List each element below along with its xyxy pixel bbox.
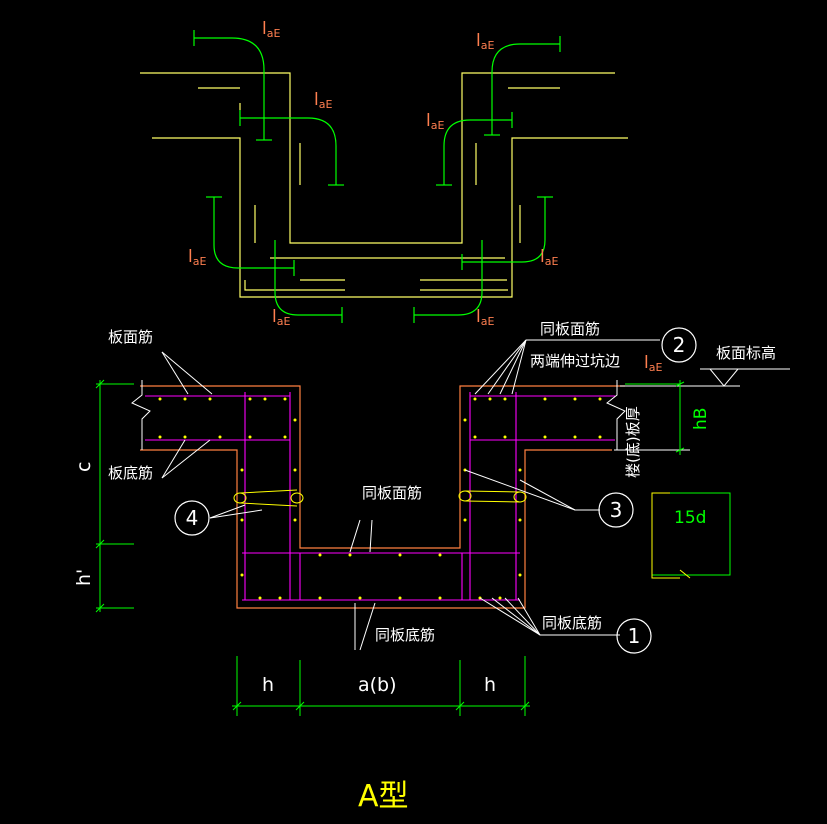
dim-a-b: a(b) (358, 674, 397, 696)
label-tong-ban-mian-jin-top: 同板面筋 (540, 320, 600, 338)
rebar-dots (158, 397, 602, 600)
callout-circle-3 (598, 492, 634, 528)
label-tong-ban-mian-jin-mid: 同板面筋 (362, 484, 422, 502)
upper-anchor-hooks (193, 30, 561, 323)
box-15d-mask (651, 492, 691, 579)
lae-label-8: laE (476, 307, 494, 328)
lae-label-4: laE (426, 111, 444, 132)
lae-label-lower: laE (644, 353, 662, 374)
callout-1: 1 (628, 624, 641, 648)
label-liang-duan-shen-guo: 两端伸过坑边 (530, 352, 620, 370)
lae-label-7: laE (272, 307, 290, 328)
callout-circle-4 (174, 500, 210, 536)
dim-c: c (73, 462, 95, 472)
callout-circle-1 (616, 618, 652, 654)
label-ban-di-jin: 板底筋 (108, 464, 153, 482)
label-lou-ban-hou: 楼(底)板厚 (624, 406, 642, 478)
upper-lae-labels: laE laE laE laE laE laE laE laE (188, 19, 558, 328)
dim-h-prime: h' (73, 569, 95, 586)
label-tong-ban-di-jin-bottom: 同板底筋 (375, 626, 435, 644)
corner-hooks (233, 489, 527, 507)
label-hB: hB (691, 408, 711, 430)
label-ban-mian-biao-gao: 板面标高 (716, 344, 776, 362)
label-15d: 15d (674, 508, 706, 528)
lae-label-6: laE (540, 247, 558, 268)
callout-circle-2 (661, 327, 697, 363)
lae-label-5: laE (188, 247, 206, 268)
dim-h-left: h (262, 674, 274, 696)
dimension-lines (95, 379, 530, 716)
upper-pit-outline (140, 72, 628, 298)
lae-label-2: laE (476, 31, 494, 52)
callout-3: 3 (610, 498, 623, 522)
lower-concrete-outline (140, 385, 625, 609)
callout-4: 4 (186, 506, 199, 530)
label-tong-ban-di-jin-right: 同板底筋 (542, 614, 602, 632)
leader-lines (161, 339, 660, 651)
lae-label-3: laE (314, 90, 332, 111)
label-ban-mian-jin: 板面筋 (108, 328, 153, 346)
dim-h-right: h (484, 674, 496, 696)
lae-label-1: laE (262, 19, 280, 40)
callout-2: 2 (673, 333, 686, 357)
drawing-title: A型 (358, 779, 409, 814)
callouts (174, 327, 697, 654)
